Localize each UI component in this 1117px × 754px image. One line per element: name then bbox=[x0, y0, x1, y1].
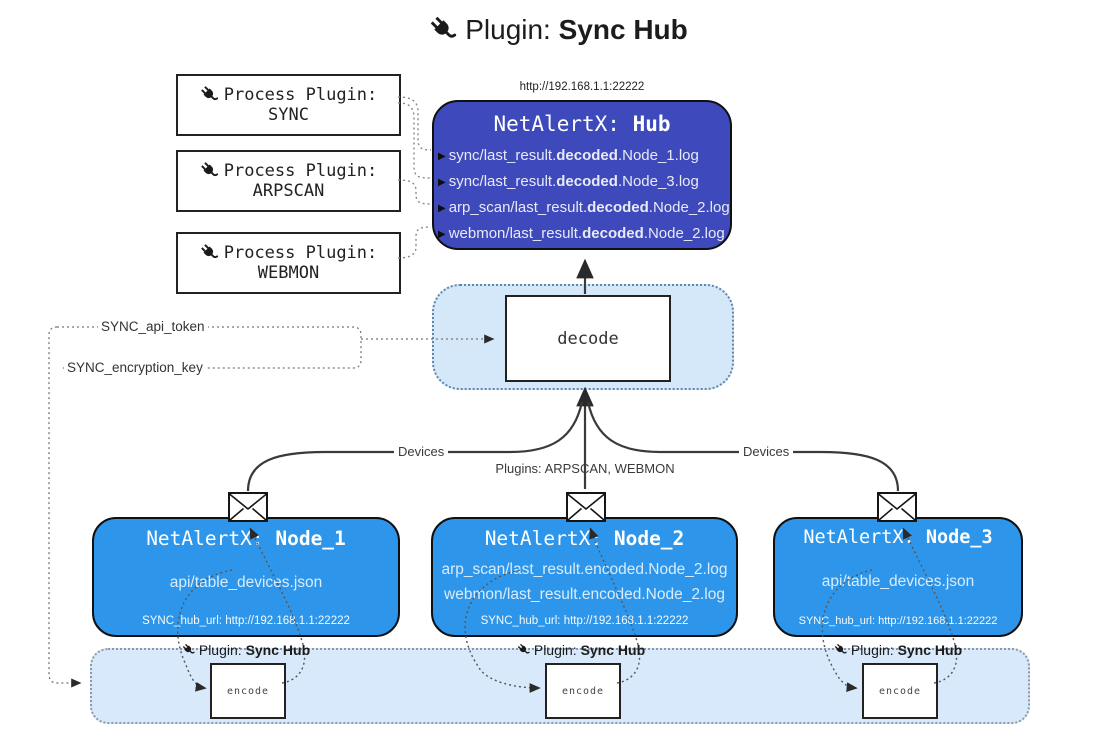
hub-file-pre: arp_scan/last_result. bbox=[448, 199, 588, 216]
page-title-name: Sync Hub bbox=[558, 14, 688, 45]
plug-icon bbox=[429, 15, 459, 45]
node-title-name: Node_3 bbox=[925, 527, 993, 548]
band-plugin-label: Plugin: Sync Hub bbox=[146, 642, 346, 658]
hub-file-row: ▶sync/last_result.decoded.Node_1.log bbox=[434, 143, 730, 169]
arrow-bullet-icon: ▶ bbox=[438, 229, 446, 240]
node-3-box: NetAlertX: Node_3 api/table_devices.json… bbox=[773, 517, 1023, 637]
plug-icon bbox=[200, 161, 220, 181]
band-plugin-name: Sync Hub bbox=[897, 642, 963, 658]
arrow-bullet-icon: ▶ bbox=[438, 177, 446, 188]
band-plugin-label-text: Plugin: bbox=[850, 642, 894, 658]
process-plugin-name: WEBMON bbox=[257, 263, 320, 283]
hub-file-post: .Node_2.log bbox=[648, 199, 730, 216]
node-title: NetAlertX: Node_2 bbox=[485, 527, 685, 550]
node-title-label: NetAlertX: bbox=[803, 527, 915, 548]
node-2-box: NetAlertX: Node_2 arp_scan/last_result.e… bbox=[431, 517, 738, 637]
plug-icon bbox=[182, 643, 196, 657]
sync-encryption-key-label: SYNC_encryption_key bbox=[64, 360, 206, 375]
hub-file-bold: decoded bbox=[587, 199, 649, 216]
page-title: Plugin: Sync Hub bbox=[0, 14, 1117, 46]
band-plugin-label: Plugin: Sync Hub bbox=[798, 642, 998, 658]
process-plugin-webmon: Process Plugin: WEBMON bbox=[176, 232, 401, 294]
decode-box: decode bbox=[505, 295, 671, 382]
hub-file-post: .Node_2.log bbox=[643, 225, 725, 242]
plug-icon bbox=[517, 643, 531, 657]
sync-api-token-label: SYNC_api_token bbox=[98, 319, 208, 334]
plug-icon bbox=[834, 643, 848, 657]
node-1-box: NetAlertX: Node_1 api/table_devices.json… bbox=[92, 517, 400, 637]
arrow-bullet-icon: ▶ bbox=[438, 151, 446, 162]
node-hub-url: SYNC_hub_url: http://192.168.1.1:22222 bbox=[142, 615, 350, 627]
hub-file-pre: webmon/last_result. bbox=[448, 225, 583, 242]
plug-icon bbox=[200, 85, 220, 105]
envelope-icon bbox=[228, 492, 268, 522]
process-plugin-name: SYNC bbox=[268, 105, 309, 125]
node-title: NetAlertX: Node_1 bbox=[146, 527, 346, 550]
process-plugin-sync: Process Plugin: SYNC bbox=[176, 74, 401, 136]
hub-file-bold: decoded bbox=[582, 225, 644, 242]
hub-file-pre: sync/last_result. bbox=[448, 147, 557, 164]
node-title-name: Node_1 bbox=[275, 527, 346, 550]
arrow-bullet-icon: ▶ bbox=[438, 203, 446, 214]
hub-file-row: ▶arp_scan/last_result.decoded.Node_2.log bbox=[434, 195, 730, 221]
band-plugin-name: Sync Hub bbox=[580, 642, 646, 658]
process-plugin-name: ARPSCAN bbox=[252, 181, 325, 201]
node-file: api/table_devices.json bbox=[169, 573, 323, 591]
hub-box: NetAlertX: Hub ▶sync/last_result.decoded… bbox=[432, 100, 732, 250]
plug-icon bbox=[200, 243, 220, 263]
hub-title: NetAlertX: Hub bbox=[434, 112, 730, 136]
node-hub-url: SYNC_hub_url: http://192.168.1.1:22222 bbox=[798, 615, 998, 627]
node-title-label: NetAlertX: bbox=[146, 527, 264, 550]
hub-file-row: ▶webmon/last_result.decoded.Node_2.log bbox=[434, 221, 730, 247]
hub-url: http://192.168.1.1:22222 bbox=[519, 81, 645, 93]
hub-file-pre: sync/last_result. bbox=[448, 173, 557, 190]
encode-box: encode bbox=[545, 663, 621, 719]
plugin-to-hub-connectors bbox=[397, 96, 432, 259]
process-plugin-label: Process Plugin: bbox=[223, 161, 378, 181]
band-plugin-label-text: Plugin: bbox=[198, 642, 242, 658]
band-plugin-label-text: Plugin: bbox=[533, 642, 577, 658]
process-plugin-label: Process Plugin: bbox=[223, 243, 378, 263]
hub-title-label: NetAlertX: bbox=[493, 112, 620, 136]
hub-file-post: .Node_1.log bbox=[617, 147, 699, 164]
hub-file-row: ▶sync/last_result.decoded.Node_3.log bbox=[434, 169, 730, 195]
node-title-name: Node_2 bbox=[613, 527, 685, 550]
band-plugin-label: Plugin: Sync Hub bbox=[481, 642, 681, 658]
hub-title-name: Hub bbox=[632, 112, 671, 136]
node-hub-url: SYNC_hub_url: http://192.168.1.1:22222 bbox=[480, 615, 689, 627]
page-title-label: Plugin: bbox=[465, 14, 551, 45]
edge-label-devices-left: Devices bbox=[394, 444, 449, 459]
node-file: api/table_devices.json bbox=[821, 572, 975, 590]
node-title: NetAlertX: Node_3 bbox=[803, 527, 992, 548]
envelope-icon bbox=[566, 492, 606, 522]
node-file: arp_scan/last_result.encoded.Node_2.log bbox=[441, 561, 728, 578]
hub-file-post: .Node_3.log bbox=[617, 173, 699, 190]
process-plugin-arpscan: Process Plugin: ARPSCAN bbox=[176, 150, 401, 212]
edge-label-devices-right: Devices bbox=[739, 444, 794, 459]
node-file: webmon/last_result.encoded.Node_2.log bbox=[444, 586, 725, 603]
edge-label-plugins-middle: Plugins: ARPSCAN, WEBMON bbox=[495, 461, 675, 476]
hub-file-bold: decoded bbox=[556, 173, 618, 190]
band-plugin-name: Sync Hub bbox=[245, 642, 311, 658]
hub-file-bold: decoded bbox=[556, 147, 618, 164]
encode-box: encode bbox=[862, 663, 938, 719]
process-plugin-label: Process Plugin: bbox=[223, 85, 378, 105]
envelope-icon bbox=[877, 492, 917, 522]
node-title-label: NetAlertX: bbox=[484, 527, 603, 550]
encode-box: encode bbox=[210, 663, 286, 719]
